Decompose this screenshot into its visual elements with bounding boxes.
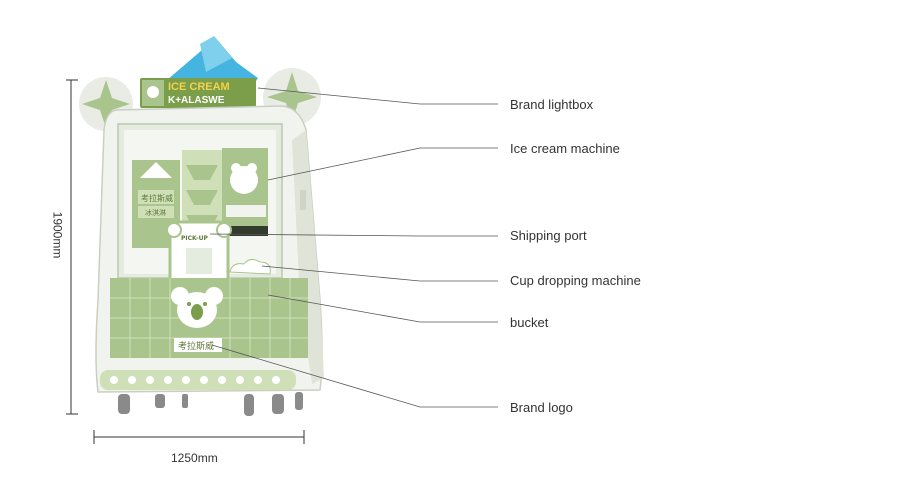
width-dimension-label: 1250mm: [171, 451, 218, 465]
callout-brand-logo: Brand logo: [510, 400, 573, 415]
callout-brand-lightbox: Brand lightbox: [510, 97, 594, 112]
sign-brand: K+ALASWE: [168, 95, 225, 106]
leader-lines: [209, 87, 498, 408]
panel-text-2: 冰淇淋: [145, 208, 166, 217]
callout-ice-cream-machine: Ice cream machine: [510, 141, 620, 156]
leader-shipping-port: [209, 233, 498, 237]
leader-cup-dropping-machine: [261, 265, 498, 282]
ice-cream-sign: ICE CREAM K+ALASWE: [140, 36, 258, 108]
callout-cup-dropping-machine: Cup dropping machine: [510, 273, 641, 288]
height-dimension-label: 1900mm: [50, 211, 65, 259]
callout-shipping-port: Shipping port: [510, 228, 587, 243]
leader-brand-lightbox: [257, 87, 498, 105]
front-badge-text: 考拉斯威: [178, 340, 214, 352]
pickup-label: PICK-UP: [181, 235, 209, 242]
leader-bucket: [267, 294, 498, 323]
panel-text-1: 考拉斯威: [141, 193, 173, 203]
leader-ice-cream-machine: [267, 147, 498, 181]
leader-brand-logo: [211, 344, 498, 408]
machine-body: 考拉斯威 冰淇淋 PICK-UP: [95, 105, 324, 393]
koala-logo-icon: [171, 287, 223, 328]
sign-title: ICE CREAM: [168, 81, 230, 93]
width-dimension-line: [93, 430, 305, 444]
height-dimension-line: [66, 79, 78, 415]
wheels: [118, 392, 303, 416]
callout-bucket: bucket: [510, 315, 549, 330]
